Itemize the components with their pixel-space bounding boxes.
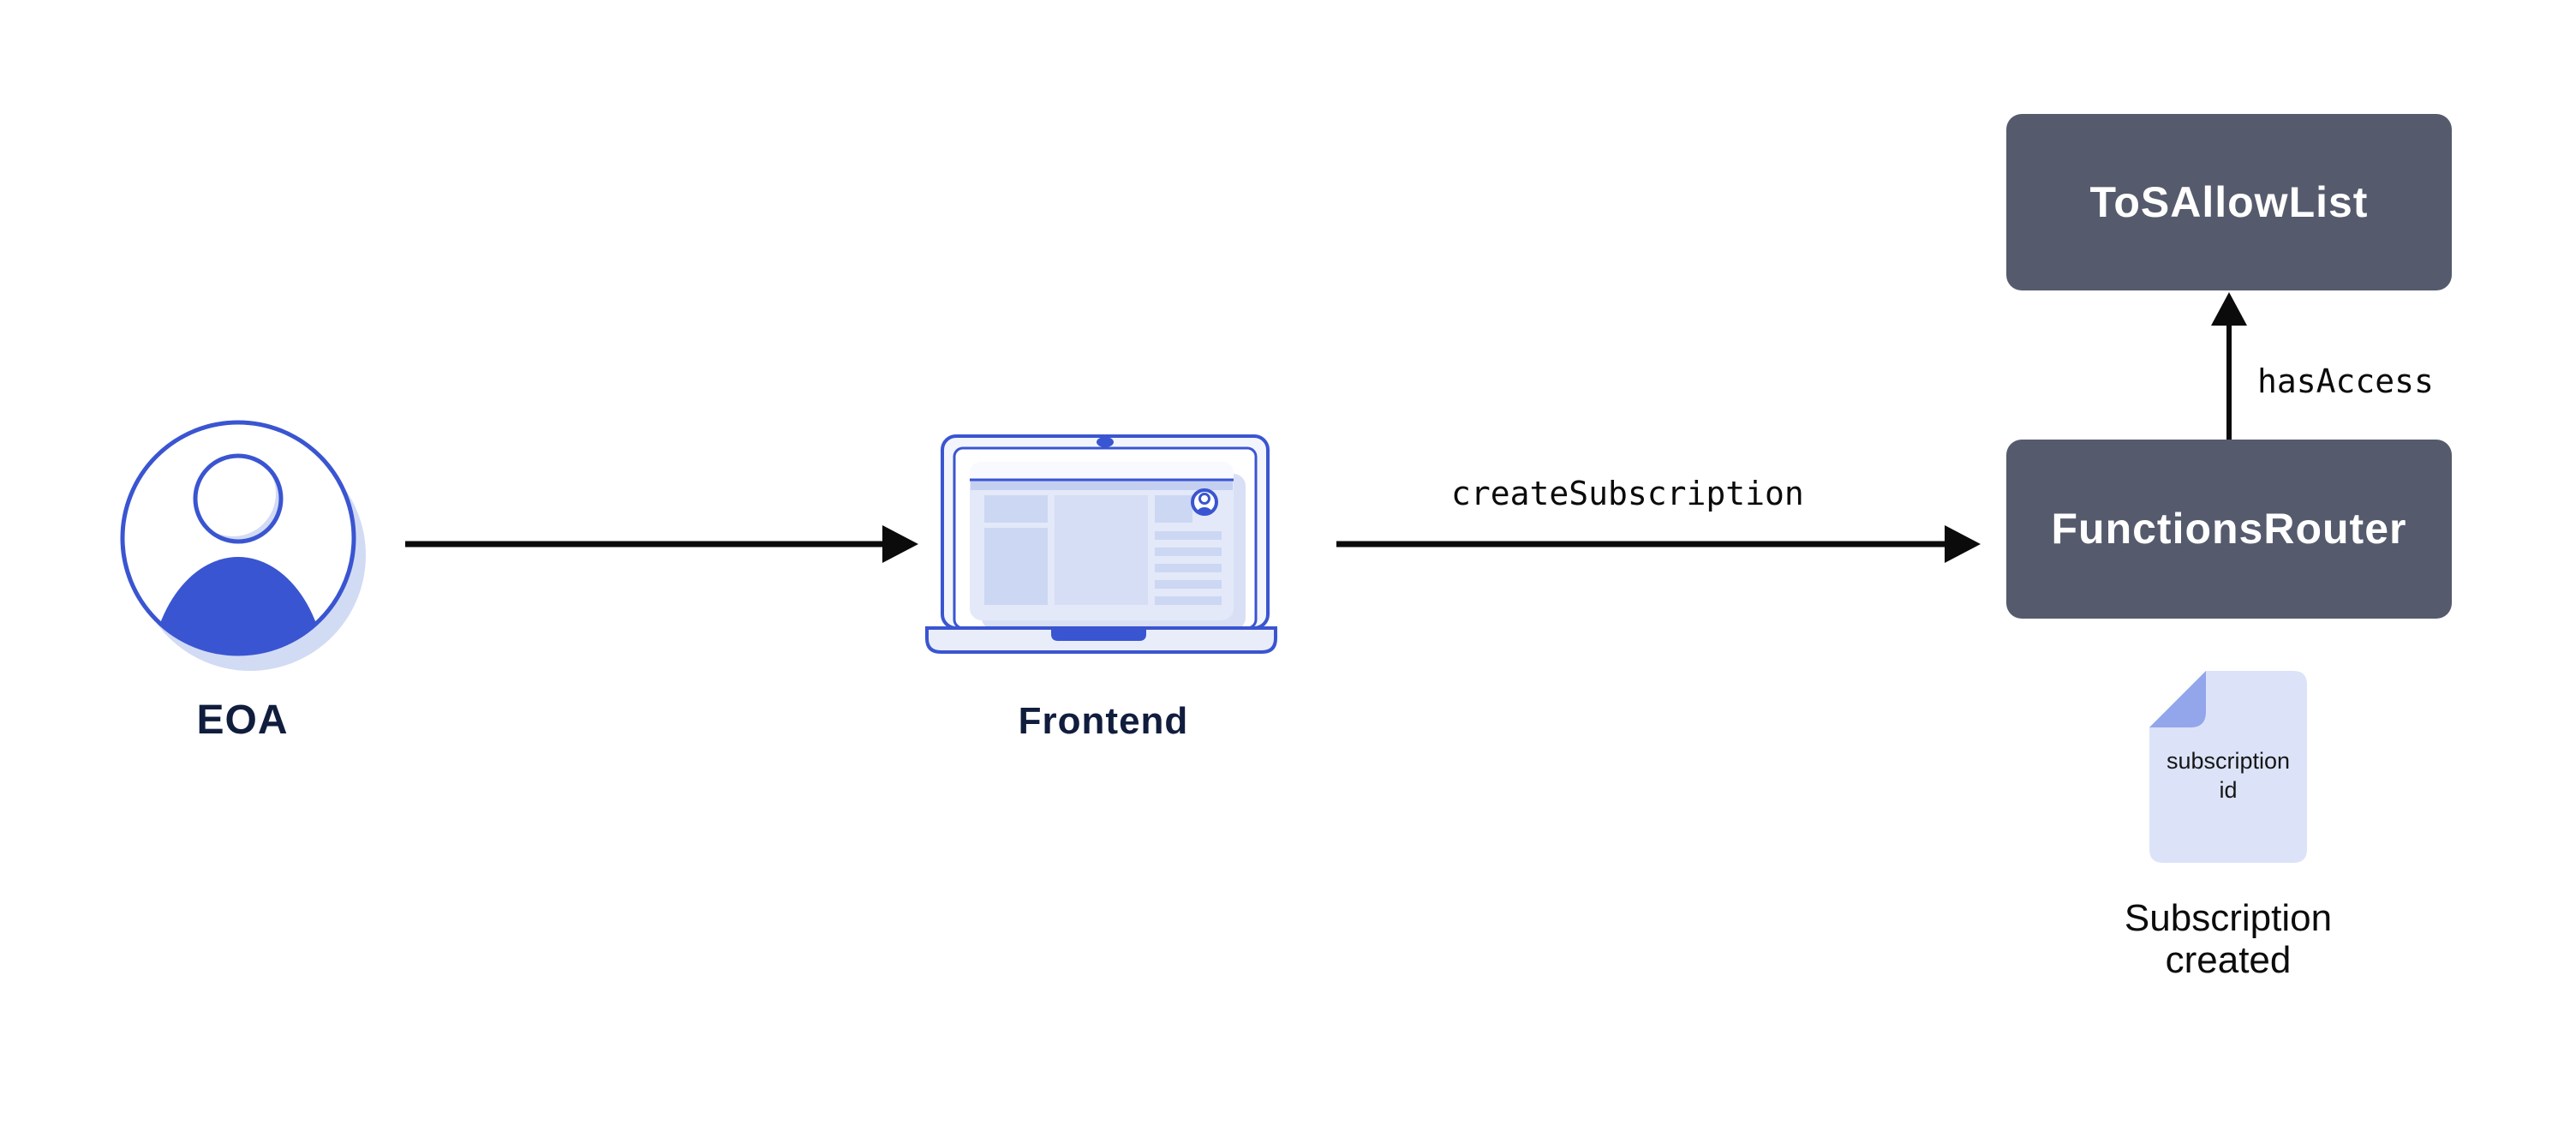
laptop-webcam bbox=[1097, 437, 1114, 447]
laptop-base-notch bbox=[1051, 628, 1146, 641]
doc-text-line1: subscription bbox=[2167, 748, 2290, 774]
functions-router-box bbox=[2006, 440, 2452, 619]
node-tos-allow-list: ToSAllowList bbox=[2006, 114, 2452, 290]
functions-router-label: FunctionsRouter bbox=[2052, 505, 2407, 553]
tos-allow-list-label: ToSAllowList bbox=[2090, 178, 2369, 226]
browser-toolbar-band bbox=[971, 481, 1233, 490]
artifact-subscription-doc: subscription id Subscription created bbox=[2125, 671, 2332, 981]
browser-user-icon bbox=[1191, 488, 1218, 516]
node-frontend: Frontend bbox=[925, 434, 1277, 742]
doc-text-line2: id bbox=[2219, 777, 2237, 803]
arrow-eoa-to-frontend bbox=[405, 525, 918, 563]
avatar-body bbox=[149, 557, 327, 652]
tos-allow-list-box bbox=[2006, 114, 2452, 290]
browser-content-blocks bbox=[984, 495, 1222, 605]
document-icon bbox=[2149, 671, 2307, 863]
doc-caption-line1: Subscription bbox=[2125, 897, 2332, 939]
doc-caption-line2: created bbox=[2166, 939, 2292, 981]
node-functions-router: FunctionsRouter bbox=[2006, 440, 2452, 619]
frontend-label: Frontend bbox=[1019, 700, 1189, 742]
edge-label-has-access: hasAccess bbox=[2257, 362, 2434, 400]
user-avatar-icon bbox=[120, 420, 366, 671]
browser-titlebar bbox=[970, 462, 1234, 480]
document-fold bbox=[2149, 671, 2206, 727]
node-eoa: EOA bbox=[120, 420, 366, 743]
edge-label-create-subscription: createSubscription bbox=[1451, 475, 1804, 512]
avatar-head-circle bbox=[193, 453, 284, 544]
laptop-icon bbox=[925, 434, 1277, 654]
eoa-label: EOA bbox=[196, 697, 288, 743]
arrow-router-to-allowlist: hasAccess bbox=[2211, 292, 2434, 440]
arrow-frontend-to-router: createSubscription bbox=[1336, 475, 1981, 563]
